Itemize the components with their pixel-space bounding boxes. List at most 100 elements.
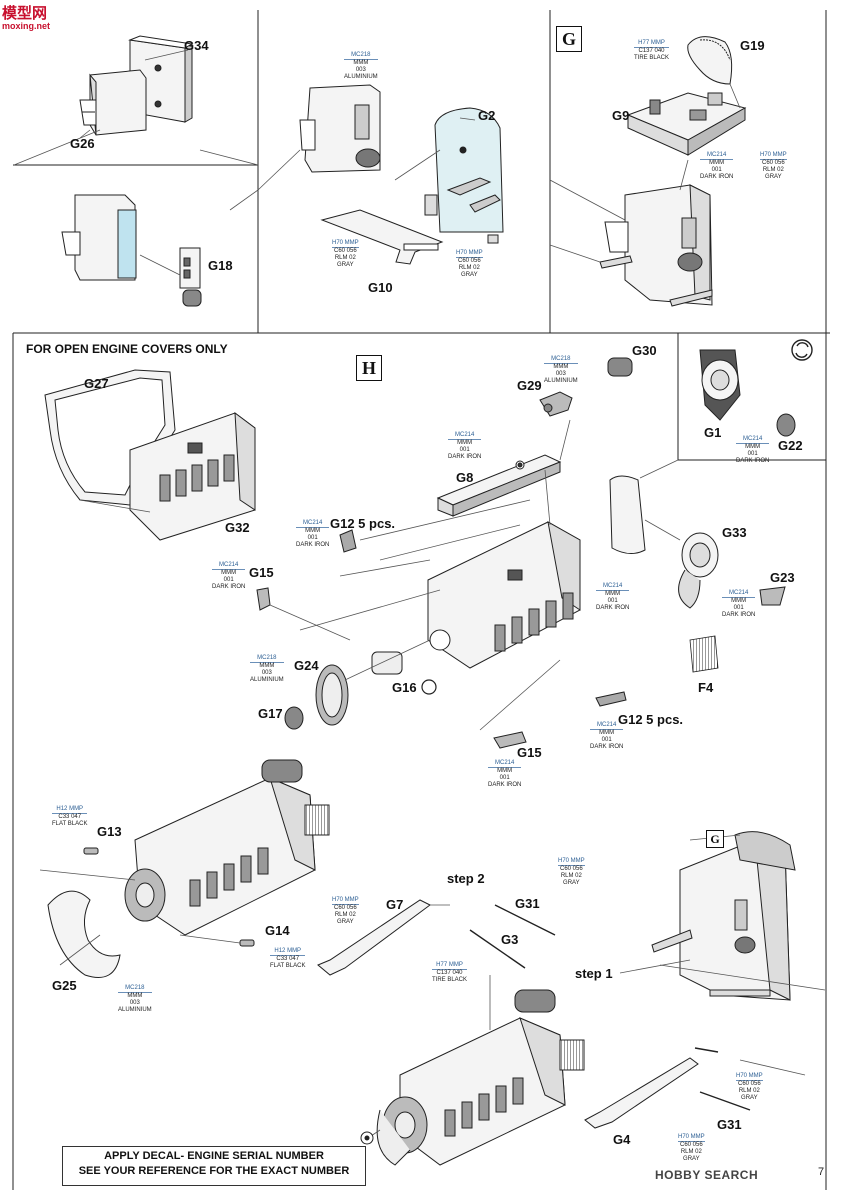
label-step1: step 1 <box>575 966 613 981</box>
paint-line: DARK IRON <box>596 605 630 611</box>
paint-line: C60 056 <box>333 248 357 254</box>
decal-note-line2: SEE YOUR REFERENCE FOR THE EXACT NUMBER <box>78 1165 350 1177</box>
paint-code: H70 MMP <box>332 240 359 248</box>
paint-line: RLM 02 <box>762 167 784 173</box>
part-g26 <box>79 69 147 136</box>
paint-code: MC214 <box>722 590 756 598</box>
paint-line: ALUMINIUM <box>344 74 378 80</box>
paint-callout: MC218 MMM 003 ALUMINIUM <box>118 985 152 1014</box>
part-g33 <box>678 532 719 609</box>
label-g33: G33 <box>722 525 747 540</box>
part-g18-block <box>61 194 137 281</box>
page-number: 7 <box>818 1166 825 1178</box>
paint-code: MC218 <box>250 655 284 663</box>
part-g19 <box>687 36 733 85</box>
part-engine-block <box>427 521 581 669</box>
paint-callout: H70 MMP C60 056 RLM 02 GRAY <box>558 858 585 887</box>
paint-line: MMM <box>457 440 473 446</box>
paint-code: MC214 <box>212 562 246 570</box>
label-g15-bottom: G15 <box>517 745 542 760</box>
paint-code: MC218 <box>344 52 378 60</box>
paint-line: MMM <box>745 444 761 450</box>
paint-line: C137 040 <box>436 970 463 976</box>
label-g12-bottom: G12 5 pcs. <box>618 712 684 727</box>
paint-callout: MC214 MMM 001 DARK IRON <box>700 152 734 181</box>
paint-code: H70 MMP <box>736 1073 763 1081</box>
paint-line: C60 056 <box>761 160 785 166</box>
label-g4: G4 <box>613 1132 631 1147</box>
paint-line: FLAT BLACK <box>52 821 88 827</box>
paint-line: 003 <box>355 67 366 73</box>
part-g8 <box>436 454 562 517</box>
paint-line: MMM <box>259 663 275 669</box>
label-g29: G29 <box>517 378 542 393</box>
paint-code: H12 MMP <box>270 948 306 956</box>
logo-text: 模型网 <box>2 4 48 22</box>
paint-callout: MC214 MMM 001 DARK IRON <box>722 590 756 619</box>
paint-line: TIRE BLACK <box>432 977 468 983</box>
label-g18: G18 <box>208 258 233 273</box>
paint-line: GRAY <box>337 262 354 268</box>
paint-line: C60 056 <box>457 258 481 264</box>
paint-code: MC214 <box>700 152 734 160</box>
paint-line: MMM <box>553 364 569 370</box>
paint-line: DARK IRON <box>488 782 522 788</box>
label-g31-top: G31 <box>515 896 540 911</box>
rotate-icon <box>791 339 813 361</box>
paint-line: C33 047 <box>276 956 300 962</box>
part-g25 <box>47 890 121 978</box>
paint-line: GRAY <box>683 1156 700 1162</box>
paint-code: MC218 <box>544 356 578 364</box>
part-g17 <box>284 706 304 730</box>
label-g31-bottom: G31 <box>717 1117 742 1132</box>
label-g16: G16 <box>392 680 417 695</box>
label-g12-top: G12 5 pcs. <box>330 516 396 531</box>
paint-callout: MC214 MMM 001 DARK IRON <box>448 432 482 461</box>
paint-code: H70 MMP <box>332 897 359 905</box>
paint-code: H12 MMP <box>52 806 88 814</box>
part-g18 <box>139 247 202 307</box>
paint-line: C60 056 <box>737 1081 761 1087</box>
label-step2: step 2 <box>447 871 485 886</box>
paint-code: H77 MMP <box>432 962 468 970</box>
paint-code: H77 MMP <box>634 40 670 48</box>
paint-line: GRAY <box>461 272 478 278</box>
paint-line: RLM 02 <box>458 265 480 271</box>
part-g23 <box>759 586 786 606</box>
part-g24 <box>315 664 349 726</box>
paint-line: C60 056 <box>559 866 583 872</box>
part-g12-valves <box>339 529 627 707</box>
part-assembled-engine-right <box>376 989 585 1166</box>
paint-line: 001 <box>733 605 744 611</box>
decal-note-box: APPLY DECAL- ENGINE SERIAL NUMBER SEE YO… <box>62 1146 366 1186</box>
part-cover-panel <box>609 475 646 554</box>
paint-callout: MC214 MMM 001 DARK IRON <box>488 760 522 789</box>
decal-pointer-icon <box>360 1131 374 1145</box>
paint-callout: MC218 MMM 003 ALUMINIUM <box>544 356 578 385</box>
paint-line: ALUMINIUM <box>544 378 578 384</box>
section-g-small-box: G <box>706 830 724 848</box>
paint-callout: H77 MMP C137 040 TIRE BLACK <box>432 962 468 984</box>
paint-line: 001 <box>223 577 234 583</box>
paint-line: GRAY <box>765 174 782 180</box>
paint-callout: H12 MMP C33 047 FLAT BLACK <box>270 948 306 970</box>
paint-callout: MC218 MMM 003 ALUMINIUM <box>250 655 284 684</box>
paint-line: DARK IRON <box>296 542 330 548</box>
label-g8: G8 <box>456 470 474 485</box>
part-g32 <box>129 411 256 541</box>
label-g13: G13 <box>97 824 122 839</box>
paint-line: GRAY <box>563 880 580 886</box>
paint-line: DARK IRON <box>448 454 482 460</box>
paint-line: MMM <box>731 598 747 604</box>
paint-callout: MC218 MMM 003 ALUMINIUM <box>344 52 378 81</box>
paint-line: 001 <box>747 451 758 457</box>
label-g32: G32 <box>225 520 250 535</box>
paint-line: RLM 02 <box>680 1149 702 1155</box>
paint-line: FLAT BLACK <box>270 963 306 969</box>
panel-borders <box>12 10 830 1190</box>
paint-code: MC214 <box>296 520 330 528</box>
paint-line: MMM <box>497 768 513 774</box>
paint-line: DARK IRON <box>736 458 770 464</box>
paint-line: 003 <box>129 1000 140 1006</box>
